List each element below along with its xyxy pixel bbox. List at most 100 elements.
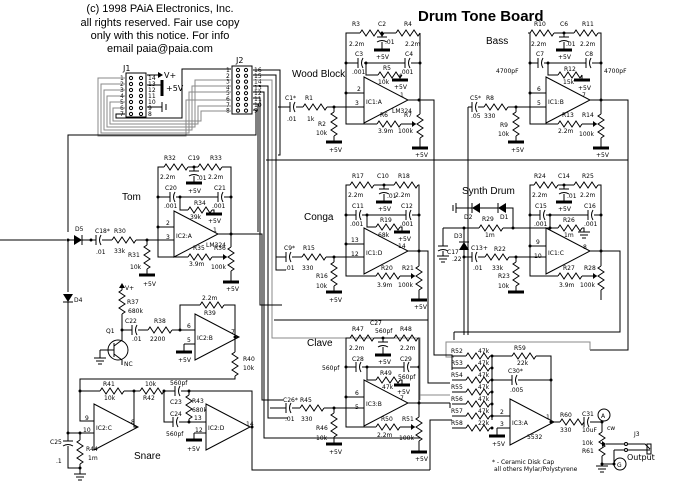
r49-value: 47k <box>382 384 394 391</box>
r43-value: 680k <box>192 407 207 414</box>
c31-ref: C31 <box>582 411 594 418</box>
c14-rail-label: +5V <box>558 206 572 213</box>
r40-ref: R40 <box>243 356 255 363</box>
r29-value: 1m <box>485 232 495 239</box>
c15-value: .001 <box>534 221 548 228</box>
r7-ref: R7 <box>404 112 412 119</box>
ic3a-rail-label: +5V <box>492 441 506 448</box>
ic1b-label: IC1:B <box>548 99 564 106</box>
r34-rail-label: +5V <box>208 218 222 225</box>
c7-ref: C7 <box>536 51 544 58</box>
r38-ref: R38 <box>154 318 166 325</box>
ic2a-part: LM324 <box>206 242 226 249</box>
c2-value: .01 <box>385 39 395 46</box>
c18-ref: C18* <box>95 228 110 235</box>
mixer-resistor-ref: R52 <box>451 348 463 355</box>
r47-value: 2.2m <box>349 345 365 352</box>
r17-ref: R17 <box>352 173 364 180</box>
r10-value: 2.2m <box>531 41 547 48</box>
mixer-resistor-ref: R56 <box>451 396 463 403</box>
r16-rail-label: +5V <box>329 297 343 304</box>
mixer-resistor-ref: R58 <box>451 420 463 427</box>
r44-ref: R44 <box>86 446 98 453</box>
r8-value: 330 <box>484 113 496 120</box>
r7-value: 100k <box>398 128 413 135</box>
copyright-line-4: email paia@paia.com <box>107 43 213 55</box>
r5-ref: R5 <box>383 65 391 72</box>
j1-pin <box>128 93 134 99</box>
c19-rail-label: +5V <box>188 188 202 195</box>
r37-value: 680k <box>128 308 143 315</box>
c2-ref: C2 <box>378 21 386 28</box>
j1-plus5-label: +5V <box>166 84 184 93</box>
r49-ref: R49 <box>380 370 392 377</box>
r20-value: 3.9m <box>377 282 393 289</box>
c3-ref: C3 <box>355 51 363 58</box>
r2-rail-label: +5V <box>329 147 343 154</box>
c13-value: .01 <box>473 265 483 272</box>
ic3b-label: IC3:B <box>366 401 382 408</box>
r7-rail-label: +5V <box>415 152 429 159</box>
j1-label: J1 <box>122 64 130 73</box>
r35-value: 3.9m <box>189 261 205 268</box>
c8-ref: C8 <box>585 51 593 58</box>
r1-ref: R1 <box>305 95 313 102</box>
c9-ref: C9* <box>284 245 295 252</box>
d2-ref: D2 <box>464 214 473 221</box>
c22-value: .01 <box>132 336 142 343</box>
r14-value: 100k <box>579 131 594 138</box>
c11-value: .001 <box>350 221 364 228</box>
j2-pin-label: 3 <box>226 79 230 86</box>
ic2b-pin-inv: 6 <box>187 323 191 330</box>
mixer-resistor-ref: R53 <box>451 360 463 367</box>
wood-block-title: Wood Block <box>292 69 346 80</box>
r22-value: 33k <box>492 265 504 272</box>
ic1b-pin-noninv: 5 <box>537 100 541 107</box>
r19-ref: R19 <box>380 217 392 224</box>
r28-value: 100k <box>580 282 595 289</box>
r36-ref: R36 <box>214 245 226 252</box>
j2-pin-label: 15 <box>254 73 262 80</box>
j2-label: J2 <box>235 56 243 65</box>
ic1c-pin-inv: 9 <box>536 239 540 246</box>
ic2d-rail-label: +5V <box>187 446 201 453</box>
r61-ref: R61 <box>582 448 594 455</box>
r41-value: 10k <box>104 395 116 402</box>
r60-value: 330 <box>560 427 572 434</box>
j2-pin <box>243 85 249 90</box>
note-mylar: all others Mylar/Polystyrene <box>494 466 578 473</box>
r39-value: 2.2m <box>202 295 218 302</box>
r51-ref: R51 <box>402 416 414 423</box>
j2-pin <box>235 96 241 102</box>
ic1d-pin-noninv: 12 <box>351 251 359 258</box>
c7-value: 4700pF <box>496 68 519 75</box>
copyright-line-2: all rights reserved. Fair use copy <box>81 17 240 29</box>
r46-value: 10k <box>316 435 328 442</box>
r49-rail-label: +5V <box>397 389 411 396</box>
c27-ref: C27 <box>370 320 382 327</box>
r61-value: 10k <box>582 440 594 447</box>
bass-title: Bass <box>486 36 508 47</box>
c16-ref: C16 <box>584 203 596 210</box>
r18-value: 2.2m <box>395 192 411 199</box>
mixer-resistor-value: 47k <box>478 384 490 391</box>
c30-value: .005 <box>510 387 524 394</box>
section-snare: Snare D4 V+ R37 680k Q1 NC C22 .01 R38 2… <box>50 240 430 481</box>
j1-pin <box>138 99 144 105</box>
ic2c-label: IC2:C <box>96 425 112 432</box>
r20-ref: R20 <box>381 265 393 272</box>
point-g-label: G <box>617 462 622 469</box>
r27-ref: R27 <box>563 265 575 272</box>
r10-ref: R10 <box>534 21 546 28</box>
ic1b-pin-inv: 6 <box>537 86 541 93</box>
ic2a-pin-out: 1 <box>213 227 217 234</box>
ic2d-label: IC2:D <box>208 425 225 432</box>
c26-ref: C26* <box>283 397 298 404</box>
r30-ref: R30 <box>114 228 126 235</box>
c20-value: .001 <box>164 203 178 210</box>
j1-pin <box>138 111 144 117</box>
ic2a-label: IC2:A <box>176 233 193 240</box>
ic1a-pin-out: 1 <box>400 92 404 99</box>
